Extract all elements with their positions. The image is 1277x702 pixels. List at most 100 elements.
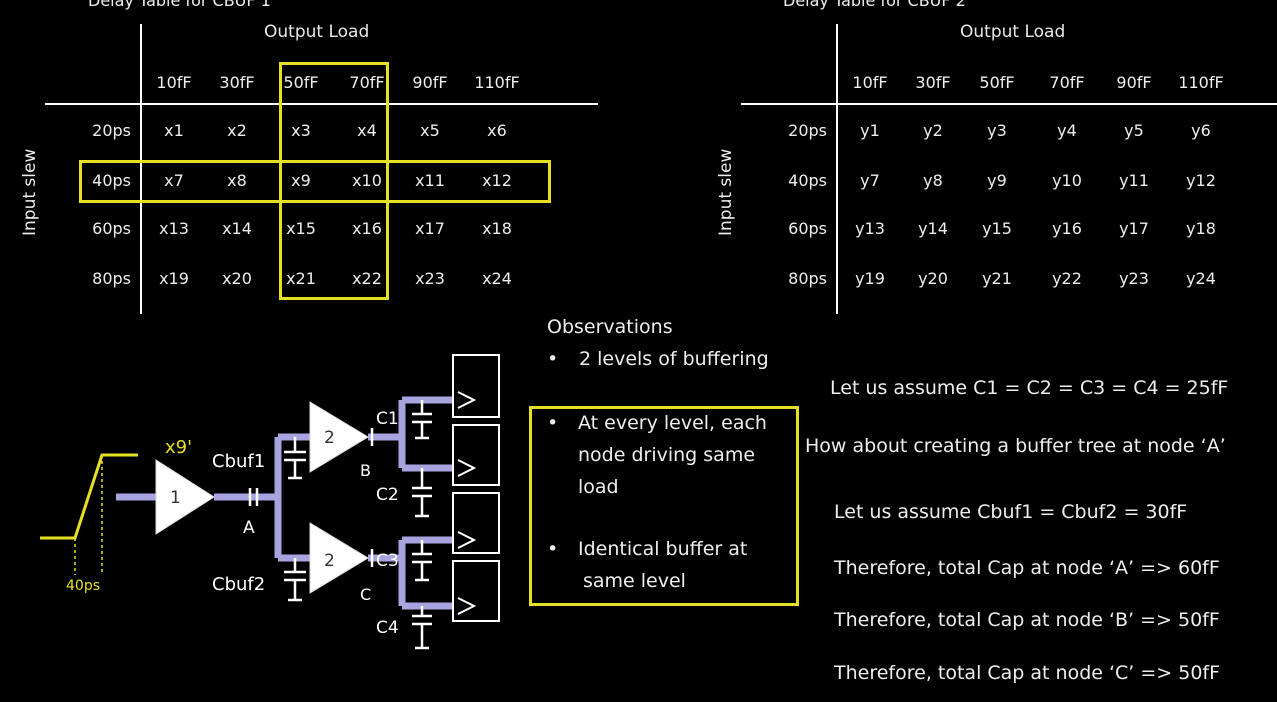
table2-row-header: 60ps: [788, 219, 827, 238]
table2-cell: y18: [1186, 219, 1216, 238]
table2-cell: y21: [982, 269, 1012, 288]
input-ramp-waveform: [40, 453, 138, 540]
note-cap-node-b: Therefore, total Cap at node ‘B’ => 50fF: [834, 609, 1220, 631]
obs-bullet-2-line-1: At every level, each: [578, 412, 767, 434]
table2-cell: y8: [923, 171, 943, 190]
table1-cell: x2: [227, 121, 247, 140]
observations-highlight-box: [529, 406, 799, 606]
table2-row-header: 40ps: [788, 171, 827, 190]
table1-cell: x6: [487, 121, 507, 140]
table2-cell: y16: [1052, 219, 1082, 238]
c2-label: C2: [376, 485, 399, 505]
table1-cell: x18: [482, 219, 512, 238]
cbuf2-label: Cbuf2: [212, 574, 265, 595]
cbuf1-label: Cbuf1: [212, 451, 265, 472]
obs-bullet-3-line-2: same level: [583, 570, 686, 592]
table1-cell: x12: [482, 171, 512, 190]
table1-cell: x19: [159, 269, 189, 288]
cbuf1-capacitor: [284, 437, 306, 480]
table1-row-header: 60ps: [92, 219, 131, 238]
note-cap-node-c: Therefore, total Cap at node ‘C’ => 50fF: [834, 662, 1221, 684]
table1-cell: x22: [352, 269, 382, 288]
obs-bullet-1-dot: •: [547, 348, 559, 370]
note-buffer-tree: How about creating a buffer tree at node…: [805, 435, 1226, 457]
note-cap-node-a: Therefore, total Cap at node ‘A’ => 60fF: [834, 557, 1220, 579]
table2-cell: y20: [918, 269, 948, 288]
c4-capacitor: [412, 606, 432, 650]
table2-input-slew-label: Input slew: [716, 148, 736, 236]
buffer-2-bottom-label: 2: [324, 551, 335, 571]
obs-bullet-3-line-1: Identical buffer at: [578, 538, 748, 560]
table1-cell: x21: [286, 269, 316, 288]
table2-output-load-label: Output Load: [960, 22, 1066, 42]
buffer-1-triangle: [155, 459, 215, 535]
table1-cell: x3: [291, 121, 311, 140]
c4-label: C4: [376, 618, 399, 638]
table2-cell: y6: [1191, 121, 1211, 140]
obs-bullet-2-dot: •: [547, 412, 559, 434]
buffer-tree-circuit: 40ps x9' 1 2 2 A B C: [40, 354, 500, 650]
table2-cell: y23: [1119, 269, 1149, 288]
node-a-label: A: [243, 518, 255, 538]
buffer-2-top-label: 2: [324, 428, 335, 448]
table1-vertical-rule: [140, 24, 142, 314]
node-c-label: C: [360, 585, 371, 604]
table1-col-header: 50fF: [283, 73, 319, 92]
obs-bullet-1-text: 2 levels of buffering: [579, 348, 769, 370]
table1-horizontal-rule: [45, 103, 598, 105]
table2-cell: y4: [1057, 121, 1077, 140]
table1-cell: x23: [415, 269, 445, 288]
table1-col-header: 10fF: [156, 73, 192, 92]
table1-col-header: 70fF: [349, 73, 385, 92]
table2-row-header: 20ps: [788, 121, 827, 140]
note-assume-cbuf: Let us assume Cbuf1 = Cbuf2 = 30fF: [834, 501, 1188, 523]
table1-cell: x16: [352, 219, 382, 238]
table1-slew-highlight-box: [79, 160, 551, 203]
table1-cell: x9: [291, 171, 311, 190]
table2-cell: y15: [982, 219, 1012, 238]
table1-cell: x8: [227, 171, 247, 190]
table1-col-header: 30fF: [219, 73, 255, 92]
table1-load-highlight-box: [279, 62, 389, 300]
table2-cell: y22: [1052, 269, 1082, 288]
cbuf2-capacitor: [284, 558, 306, 602]
table2-vertical-rule: [836, 24, 838, 314]
note-assume-c: Let us assume C1 = C2 = C3 = C4 = 25fF: [830, 377, 1229, 399]
table1-cell: x14: [222, 219, 252, 238]
table1-cell: x10: [352, 171, 382, 190]
table1-title: Delay Table for CBUF 1: [88, 0, 271, 10]
load-boxes: [452, 354, 500, 622]
table2-cell: y11: [1119, 171, 1149, 190]
table2-col-header: 110fF: [1178, 73, 1224, 92]
table2-col-header: 90fF: [1116, 73, 1152, 92]
buffer-2-top-triangle: [309, 401, 369, 473]
table2-row-header: 80ps: [788, 269, 827, 288]
table1-row-header: 20ps: [92, 121, 131, 140]
table2-cell: y10: [1052, 171, 1082, 190]
table1-cell: x11: [415, 171, 445, 190]
table1-col-header: 90fF: [412, 73, 448, 92]
observations-heading: Observations: [547, 316, 673, 338]
x9-label: x9': [165, 437, 192, 458]
table1-col-header: 110fF: [474, 73, 520, 92]
table2-col-header: 10fF: [852, 73, 888, 92]
table2-col-header: 30fF: [915, 73, 951, 92]
table2-cell: y14: [918, 219, 948, 238]
table2-cell: y12: [1186, 171, 1216, 190]
c2-capacitor: [412, 468, 432, 518]
table2-cell: y7: [860, 171, 880, 190]
table2-cell: y2: [923, 121, 943, 140]
node-a-marker: [248, 488, 259, 506]
slew-label: 40ps: [66, 578, 100, 594]
c3-label: C3: [376, 551, 399, 571]
table1-cell: x7: [164, 171, 184, 190]
c1-label: C1: [376, 409, 399, 429]
table2-cell: y1: [860, 121, 880, 140]
table1-row-header: 80ps: [92, 269, 131, 288]
table2-col-header: 70fF: [1049, 73, 1085, 92]
table1-row-header: 40ps: [92, 171, 131, 190]
table2-cell: y5: [1124, 121, 1144, 140]
table2-cell: y24: [1186, 269, 1216, 288]
obs-bullet-2-line-3: load: [578, 476, 619, 498]
table1-cell: x1: [164, 121, 184, 140]
